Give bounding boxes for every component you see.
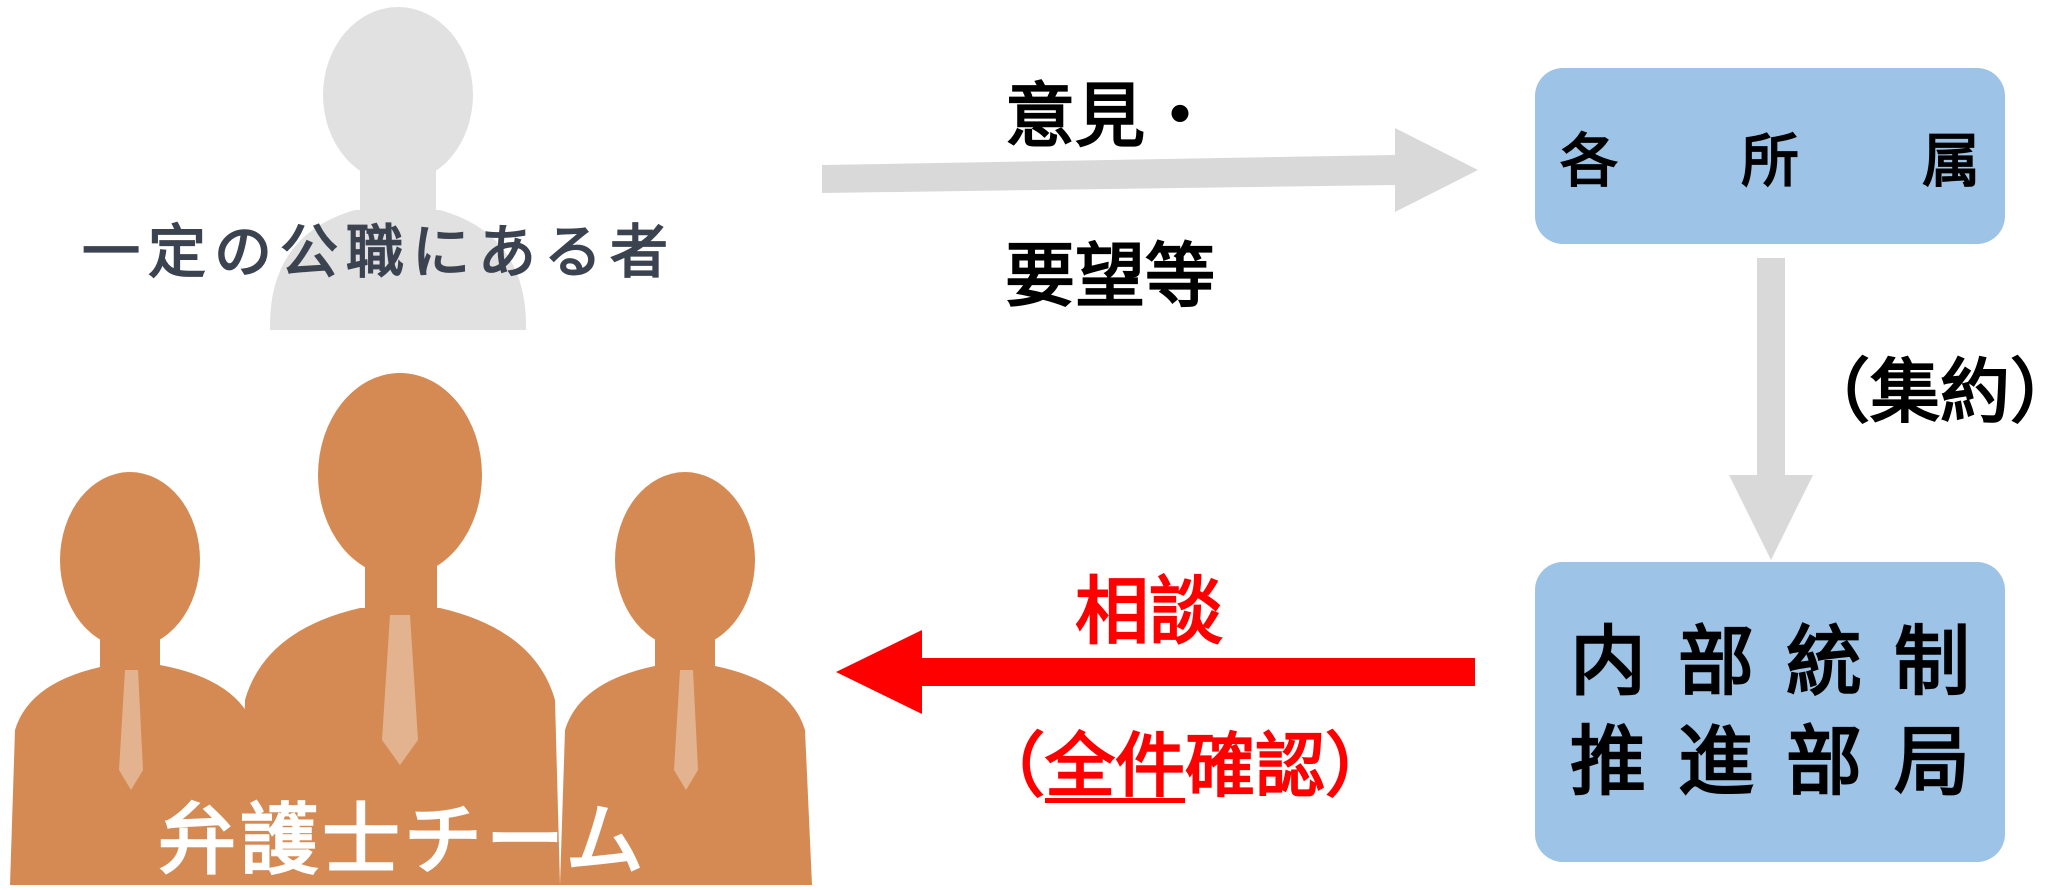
ic-char-2: 部 bbox=[1678, 617, 1754, 706]
internal-control-box: 内 部 統 制 推 進 部 局 bbox=[1535, 562, 2005, 862]
departments-box: 各 所 属 bbox=[1535, 68, 2005, 244]
ic-char-1: 内 bbox=[1570, 617, 1646, 706]
ic-char-8: 局 bbox=[1894, 717, 1970, 806]
ic-char-5: 推 bbox=[1570, 717, 1646, 806]
public-official-label: 一定の公職にある者 bbox=[82, 218, 677, 286]
full-check-label: （全件確認） bbox=[975, 710, 1395, 811]
arrow-consultation bbox=[836, 630, 1475, 714]
full-check-rest: 確認 bbox=[1185, 725, 1325, 807]
consultation-label: 相談 bbox=[1075, 569, 1223, 655]
person-silhouette-icon bbox=[269, 7, 527, 330]
departments-char-3: 属 bbox=[1921, 127, 1980, 195]
lawyer-team-label: 弁護士チーム bbox=[158, 796, 648, 886]
opinions-label-line2: 要望等 bbox=[1005, 235, 1215, 317]
arrow-to-departments bbox=[822, 128, 1478, 212]
aggregate-label: （集約） bbox=[1800, 351, 2072, 433]
team-silhouette-icon bbox=[10, 373, 812, 885]
opinions-label-line1: 意見・ bbox=[1005, 75, 1215, 157]
departments-char-2: 所 bbox=[1740, 127, 1799, 195]
full-check-close-paren: ） bbox=[1325, 725, 1395, 807]
ic-char-7: 部 bbox=[1786, 717, 1862, 806]
departments-char-1: 各 bbox=[1560, 127, 1619, 195]
arrow-aggregate-down bbox=[1729, 258, 1813, 560]
full-check-open-paren: （ bbox=[975, 725, 1045, 807]
full-check-emphasis: 全件 bbox=[1045, 725, 1185, 807]
ic-char-6: 進 bbox=[1678, 717, 1754, 806]
team-ties bbox=[119, 615, 698, 790]
ic-char-3: 統 bbox=[1786, 617, 1862, 706]
ic-char-4: 制 bbox=[1894, 617, 1970, 706]
